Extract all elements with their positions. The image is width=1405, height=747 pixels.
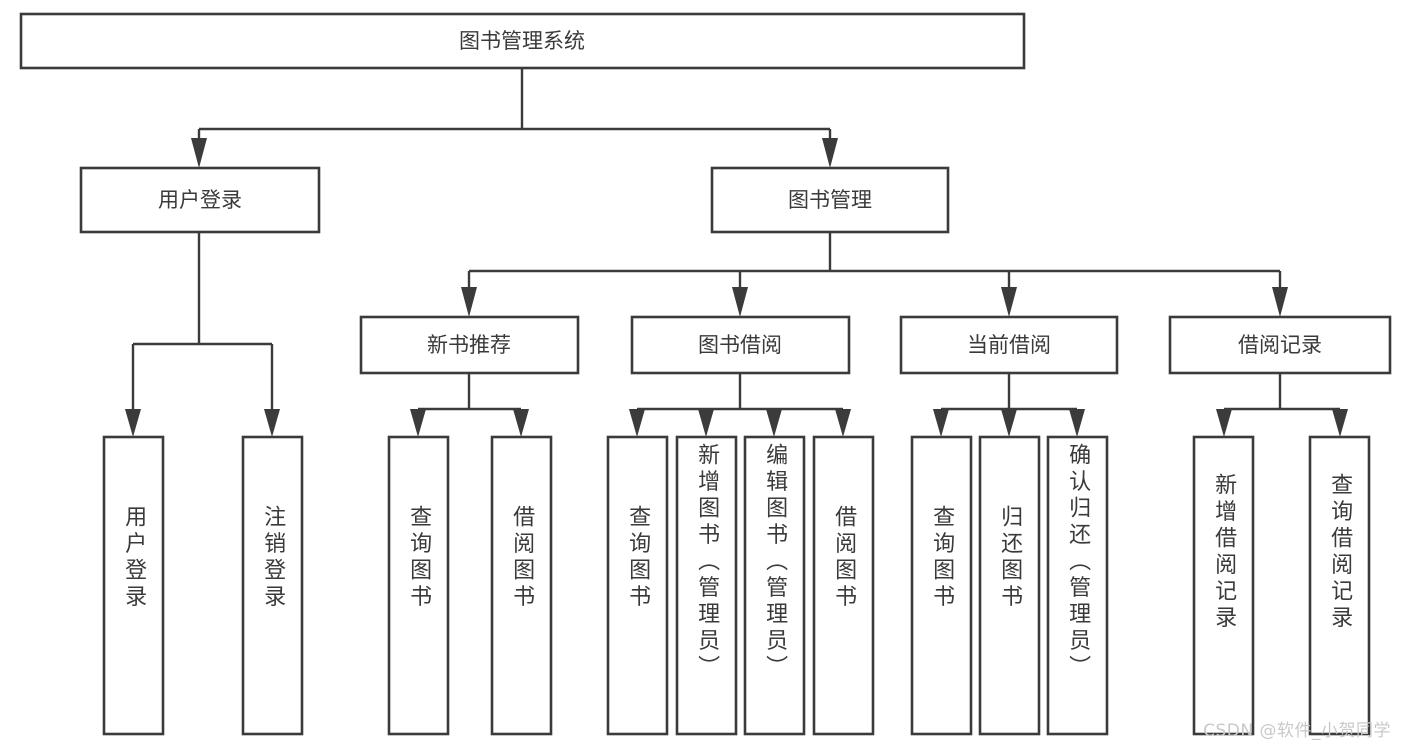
- leaf-box[interactable]: [812, 435, 875, 736]
- leaf-box[interactable]: [241, 435, 304, 736]
- arrow-head-icon: [1332, 409, 1348, 437]
- arrow-head-icon: [766, 409, 782, 437]
- leaf-box[interactable]: [387, 435, 450, 736]
- node-new-book-recommend-label: 新书推荐: [427, 333, 511, 357]
- node-new-book-recommend[interactable]: 新书推荐: [359, 315, 580, 375]
- connector-current-to-leaves: [933, 373, 1085, 437]
- arrow-head-icon: [513, 409, 529, 437]
- leaf-boxes-group: [102, 435, 1371, 736]
- watermark: CSDN @软件_小贺同学: [1203, 721, 1391, 741]
- connector-root-to-level1: [191, 68, 838, 168]
- arrow-head-icon: [822, 138, 838, 168]
- arrow-head-icon: [835, 409, 851, 437]
- node-book-management-label: 图书管理: [788, 188, 872, 212]
- leaf-box[interactable]: [1308, 435, 1371, 736]
- arrow-head-icon: [1001, 287, 1017, 317]
- arrow-head-icon: [732, 287, 748, 317]
- connector-login-to-leaves: [125, 232, 280, 437]
- arrow-head-icon: [264, 409, 280, 437]
- node-user-login[interactable]: 用户登录: [79, 166, 321, 234]
- node-borrow-records[interactable]: 借阅记录: [1168, 315, 1392, 375]
- leaf-box[interactable]: [490, 435, 553, 736]
- node-current-borrow-label: 当前借阅: [967, 333, 1051, 357]
- node-book-borrow-label: 图书借阅: [698, 333, 782, 357]
- connector-borrow-to-leaves: [629, 373, 851, 437]
- arrow-head-icon: [125, 409, 141, 437]
- arrow-head-icon: [1069, 409, 1085, 437]
- connector-books-to-level2: [461, 232, 1288, 317]
- connector-newbooks-to-leaves: [410, 373, 529, 437]
- node-root[interactable]: 图书管理系统: [19, 12, 1026, 70]
- leaf-box[interactable]: [675, 435, 738, 736]
- leaf-box[interactable]: [743, 435, 806, 736]
- arrow-head-icon: [461, 287, 477, 317]
- leaf-box[interactable]: [102, 435, 165, 736]
- leaf-box[interactable]: [978, 435, 1041, 736]
- leaf-box[interactable]: [1192, 435, 1255, 736]
- node-borrow-records-label: 借阅记录: [1238, 333, 1322, 357]
- node-book-management[interactable]: 图书管理: [710, 166, 950, 234]
- arrow-head-icon: [1272, 287, 1288, 317]
- node-root-label: 图书管理系统: [459, 29, 585, 53]
- connector-records-to-leaves: [1216, 373, 1348, 437]
- leaf-box[interactable]: [606, 435, 669, 736]
- node-book-borrow[interactable]: 图书借阅: [630, 315, 851, 375]
- arrow-head-icon: [1216, 409, 1232, 437]
- arrow-head-icon: [410, 409, 426, 437]
- node-current-borrow[interactable]: 当前借阅: [899, 315, 1119, 375]
- arrow-head-icon: [629, 409, 645, 437]
- leaf-box[interactable]: [1046, 435, 1109, 736]
- arrow-head-icon: [1001, 409, 1017, 437]
- leaf-box[interactable]: [910, 435, 973, 736]
- arrow-head-icon: [191, 138, 207, 168]
- node-user-login-label: 用户登录: [158, 188, 242, 212]
- arrow-head-icon: [933, 409, 949, 437]
- arrow-head-icon: [698, 409, 714, 437]
